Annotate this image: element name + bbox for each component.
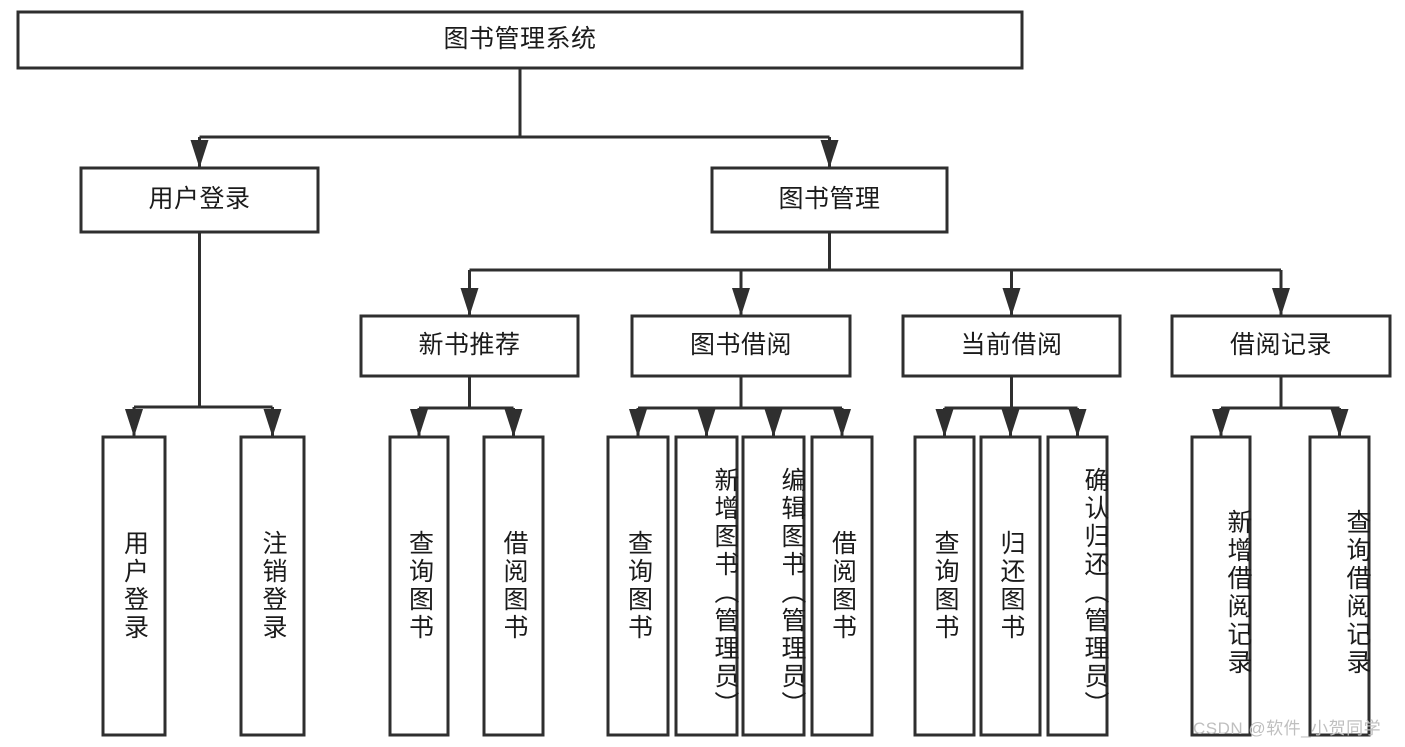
node-box-r1[interactable]	[1190, 435, 1252, 737]
arrow-head-icon	[125, 409, 143, 437]
node-box-c3[interactable]	[1046, 435, 1109, 737]
connector-layer	[125, 68, 1349, 437]
arrow-head-icon	[820, 140, 839, 168]
arrow-head-icon	[410, 409, 428, 437]
node-box-b4[interactable]	[810, 435, 874, 737]
node-box-c2[interactable]	[979, 435, 1042, 737]
arrow-head-icon	[504, 409, 523, 437]
arrow-head-icon	[263, 409, 282, 437]
node-box-n1[interactable]	[388, 435, 450, 737]
arrow-head-icon	[1330, 409, 1349, 437]
node-box-root[interactable]	[16, 10, 1024, 70]
csdn-watermark: CSDN @软件_小贺同学	[1193, 719, 1382, 738]
arrow-head-icon	[935, 409, 954, 437]
arrow-head-icon	[732, 288, 750, 316]
node-box-l2[interactable]	[239, 435, 306, 737]
node-box-newbook[interactable]	[359, 314, 580, 378]
arrow-head-icon	[833, 409, 851, 437]
node-box-bookmgmt[interactable]	[710, 166, 949, 234]
arrow-head-icon	[1212, 409, 1230, 437]
arrow-head-icon	[1001, 409, 1020, 437]
arrow-head-icon	[764, 409, 783, 437]
node-box-current[interactable]	[901, 314, 1122, 378]
node-box-b3[interactable]	[741, 435, 806, 737]
node-box-n2[interactable]	[482, 435, 545, 737]
arrow-head-icon	[190, 140, 209, 168]
arrow-head-icon	[1272, 288, 1290, 316]
arrow-head-icon	[460, 288, 479, 316]
arrow-head-icon	[697, 409, 716, 437]
node-box-borrow[interactable]	[630, 314, 852, 378]
node-box-layer	[16, 10, 1392, 737]
node-box-r2[interactable]	[1308, 435, 1371, 737]
node-box-l1[interactable]	[101, 435, 167, 737]
arrow-head-icon	[1068, 409, 1087, 437]
node-box-b1[interactable]	[606, 435, 670, 737]
arrow-head-icon	[629, 409, 647, 437]
node-box-c1[interactable]	[913, 435, 976, 737]
node-box-records[interactable]	[1170, 314, 1392, 378]
node-box-login[interactable]	[79, 166, 320, 234]
arrow-head-icon	[1002, 288, 1021, 316]
node-box-b2[interactable]	[674, 435, 739, 737]
